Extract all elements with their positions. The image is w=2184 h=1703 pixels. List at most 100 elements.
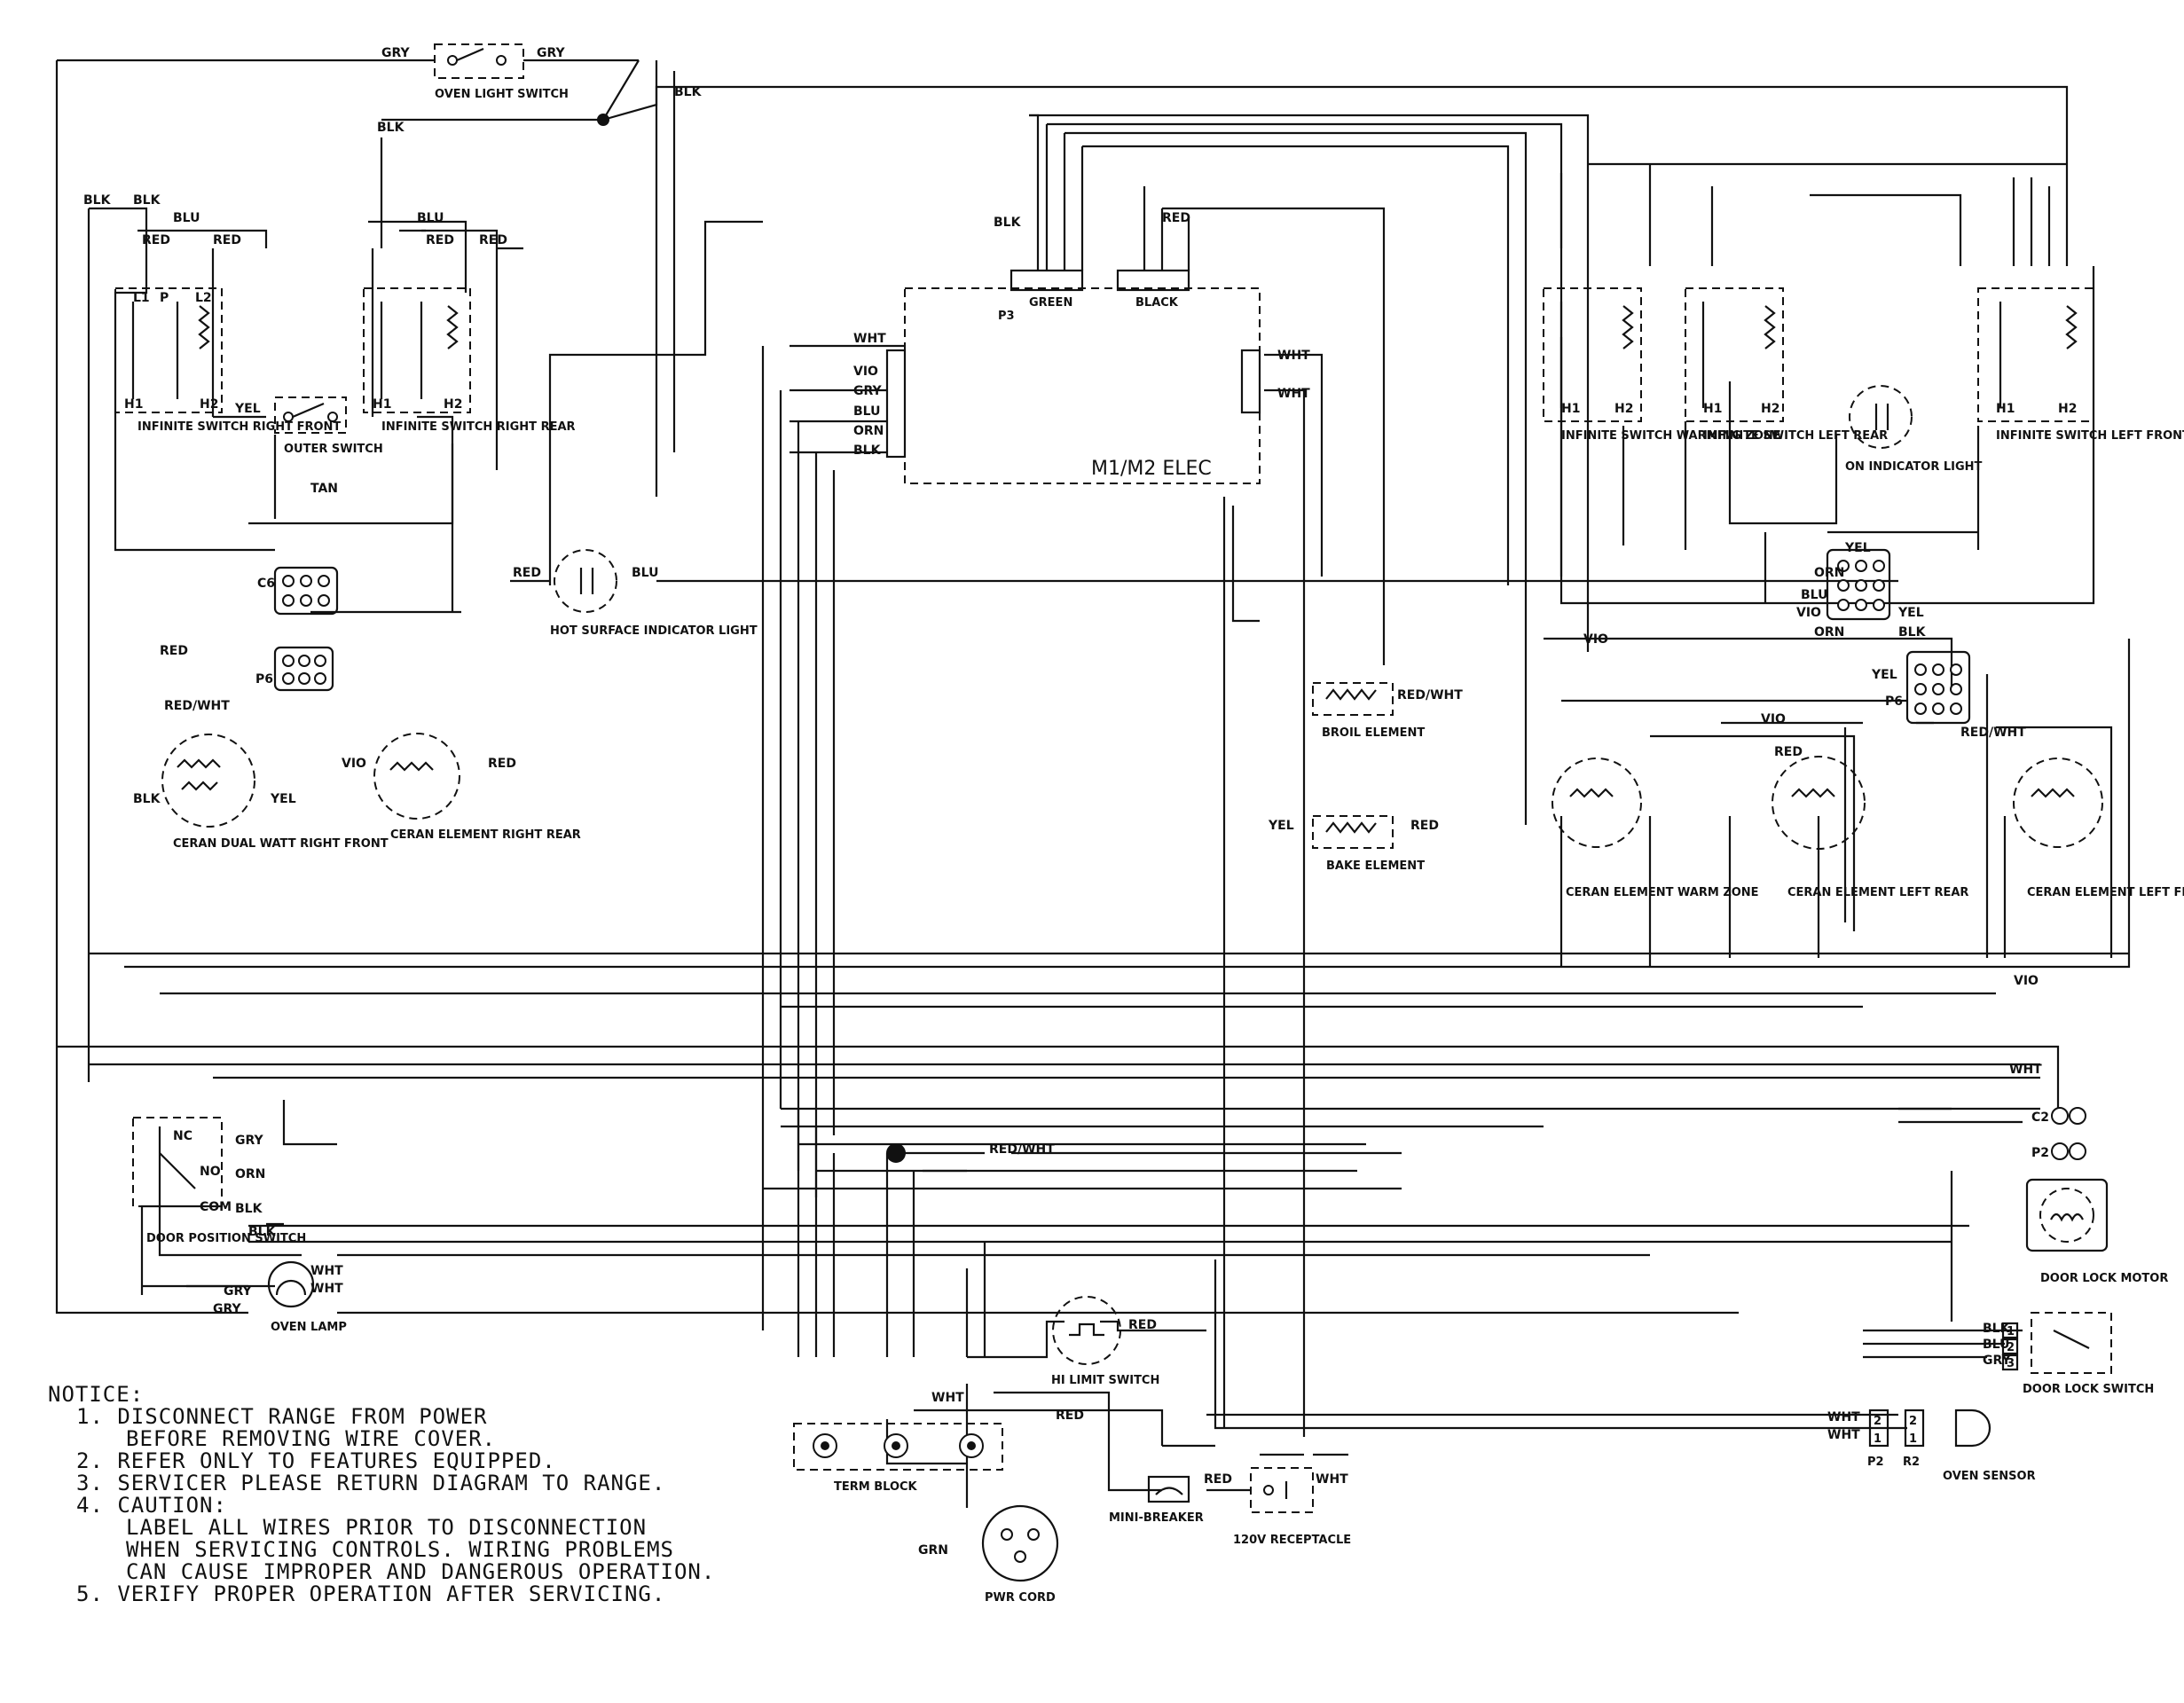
wl-wht-6: WHT (310, 1282, 343, 1296)
wl-vio-3: VIO (1583, 632, 1608, 647)
wl-wht-4: WHT (2009, 1063, 2042, 1077)
bake-label: BAKE ELEMENT (1326, 859, 1425, 873)
dls-2: 2 (2007, 1341, 2015, 1354)
pwr-cord-label: PWR CORD (985, 1591, 1056, 1605)
notice-item-4: 4. CAUTION: (76, 1493, 227, 1518)
dps-nc: NC (173, 1129, 192, 1143)
wl-yel-2: YEL (270, 792, 296, 806)
rr-h2: H2 (444, 397, 462, 412)
wl-blk-1: BLK (674, 85, 703, 99)
connector-c6-right (1826, 548, 1891, 621)
lr-h1: H1 (1703, 402, 1722, 416)
inf-sw-rf-label: INFINITE SWITCH RIGHT FRONT (137, 420, 341, 434)
wl-wht-7: WHT (931, 1391, 964, 1405)
mini-breaker: MINI-BREAKER (1109, 1475, 1204, 1525)
notice-item-2: 2. REFER ONLY TO FEATURES EQUIPPED. (76, 1448, 556, 1473)
wl-vio-1: VIO (853, 365, 878, 379)
ceran-wz-label: CERAN ELEMENT WARM ZONE (1566, 886, 1759, 899)
oven-lamp: OVEN LAMP (267, 1260, 347, 1334)
rf-h2: H2 (200, 397, 218, 412)
wl-gry-4: GRY (235, 1134, 264, 1148)
infinite-switch-left-rear: H1 H2 INFINITE SWITCH LEFT REAR (1685, 287, 1888, 443)
wl-blk-4: BLK (133, 193, 161, 208)
wl-red-5: RED (513, 566, 541, 580)
wl-yel-4: YEL (1844, 541, 1871, 555)
notice-item-4c: WHEN SERVICING CONTROLS. WIRING PROBLEMS (126, 1537, 674, 1562)
wl-gry-7: GRY (1983, 1354, 2012, 1368)
ceran-dual-watt-right-front: CERAN DUAL WATT RIGHT FRONT (161, 734, 389, 851)
control-label: M1/M2 ELEC (1091, 458, 1212, 480)
wl-red-6: RED (1162, 211, 1190, 225)
wl-red-11: RED (1128, 1318, 1157, 1332)
ceran-element-left-rear: CERAN ELEMENT LEFT REAR (1772, 756, 1968, 899)
wl-vio-2: VIO (342, 757, 366, 771)
wl-blu-3: BLU (632, 566, 658, 580)
wl-gry-1: GRY (381, 46, 411, 60)
junction-dots (597, 114, 906, 1163)
wl-redwht-1: RED/WHT (164, 699, 230, 713)
door-lock-switch: 1 2 3 DOOR LOCK SWITCH (2001, 1312, 2154, 1396)
ceran-rr-label: CERAN ELEMENT RIGHT REAR (390, 828, 581, 842)
door-lock-switch-label: DOOR LOCK SWITCH (2023, 1383, 2154, 1396)
connector-p6-right: P6 (1885, 650, 1971, 725)
wl-gry-2: GRY (537, 46, 566, 60)
power-cord: PWR CORD (981, 1504, 1059, 1605)
p6-label-right: P6 (1885, 695, 1903, 709)
broil-element: BROIL ELEMENT (1312, 682, 1425, 740)
wl-blk-8: BLK (235, 1202, 263, 1216)
oven-sensor-label: OVEN SENSOR (1943, 1470, 2036, 1483)
wl-blk-5: BLK (853, 443, 882, 458)
wl-red-7: RED (160, 644, 188, 658)
wz-h2: H2 (1614, 402, 1633, 416)
oven-lamp-label: OVEN LAMP (271, 1321, 347, 1334)
p2-pin1: 1 (1874, 1432, 1882, 1446)
infinite-switch-right-rear: H1 H2 INFINITE SWITCH RIGHT REAR (363, 287, 576, 434)
wire-labels: GRY GRY BLK BLK BLK BLK BLU BLU RED RED … (83, 46, 2042, 1558)
wl-blk-9: BLK (248, 1225, 277, 1239)
wl-orn-3: ORN (1814, 566, 1844, 580)
infinite-switch-warming-zone: H1 H2 INFINITE SWITCH WARMING ZONE (1543, 287, 1781, 443)
wl-wht-1: WHT (853, 332, 886, 346)
wl-orn-1: ORN (853, 424, 884, 438)
outer-switch: OUTER SWITCH (274, 396, 383, 456)
rr-h1: H1 (373, 397, 391, 412)
dlm-c2: C2 (2031, 1110, 2049, 1125)
wl-wht-9: WHT (1827, 1410, 1860, 1424)
wl-orn-4: ORN (1814, 625, 1844, 640)
wl-yel-3: YEL (1268, 819, 1294, 833)
wl-redwht-3: RED/WHT (1960, 726, 2026, 740)
receptacle-120v: 120V RECEPTACLE (1233, 1467, 1351, 1547)
inf-sw-lr-label: INFINITE SWITCH LEFT REAR (1703, 429, 1888, 443)
lr-h2: H2 (1761, 402, 1779, 416)
notice-item-1b: BEFORE REMOVING WIRE COVER. (126, 1426, 497, 1451)
wl-blu-1: BLU (173, 211, 200, 225)
wl-wht-2: WHT (1277, 349, 1310, 363)
notice-item-3: 3. SERVICER PLEASE RETURN DIAGRAM TO RAN… (76, 1471, 666, 1495)
wl-blk-3: BLK (83, 193, 112, 208)
wl-blk-7: BLK (133, 792, 161, 806)
wl-blu-4: BLU (853, 404, 880, 419)
wl-red-13: RED (1204, 1472, 1232, 1487)
inf-sw-lf-label: INFINITE SWITCH LEFT FRONT (1996, 429, 2184, 443)
dlm-p2: P2 (2031, 1146, 2049, 1160)
wl-vio-4: VIO (1761, 712, 1786, 726)
notice-item-4b: LABEL ALL WIRES PRIOR TO DISCONNECTION (126, 1515, 648, 1540)
oven-sensor: 2 1 2 1 P2 R2 OVEN SENSOR (1867, 1409, 2036, 1483)
hi-limit-label: HI LIMIT SWITCH (1051, 1374, 1159, 1387)
wl-red-8: RED (488, 757, 516, 771)
wl-wht-10: WHT (1827, 1428, 1860, 1442)
wl-red-1: RED (142, 233, 170, 247)
inf-sw-wz-label: INFINITE SWITCH WARMING ZONE (1561, 429, 1781, 443)
dps-no: NO (200, 1165, 221, 1179)
p6-label-left: P6 (255, 672, 273, 687)
door-lock-motor: C2 P2 DOOR LOCK MOTOR (2025, 1107, 2168, 1285)
oven-light-switch: OVEN LIGHT SWITCH (434, 43, 569, 101)
wl-red-4: RED (479, 233, 507, 247)
wl-red-3: RED (426, 233, 454, 247)
rf-l1: L1 (133, 291, 150, 305)
on-indicator-label: ON INDICATOR LIGHT (1845, 460, 1983, 474)
notice-item-5: 5. VERIFY PROPER OPERATION AFTER SERVICI… (76, 1581, 666, 1606)
wz-h1: H1 (1561, 402, 1580, 416)
door-position-switch: NC NO COM DOOR POSITION SWITCH (132, 1117, 306, 1245)
notice-item-1: 1. DISCONNECT RANGE FROM POWER (76, 1404, 488, 1429)
